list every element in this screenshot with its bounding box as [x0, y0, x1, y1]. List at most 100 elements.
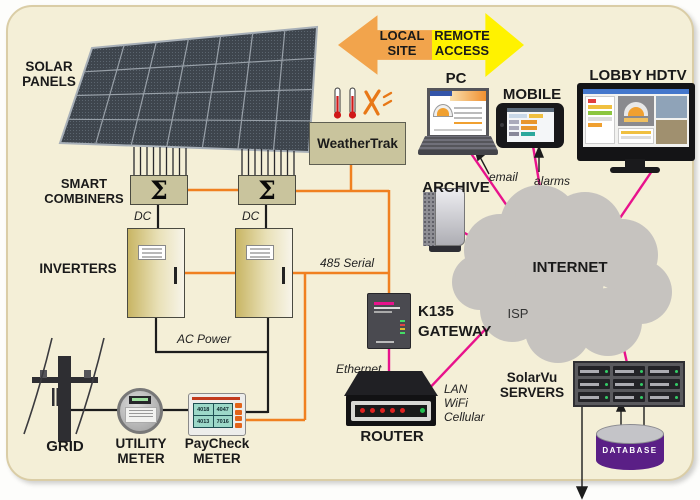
database-cylinder: DATABASE [596, 424, 664, 474]
paycheck-display-cell: 4013 [194, 416, 213, 427]
ac-power-label: AC Power [177, 332, 232, 346]
gateway-label-line [374, 307, 400, 309]
pc-laptop [418, 88, 498, 162]
485-serial-label: 485 Serial [320, 256, 375, 270]
alarms-label: alarms [534, 174, 571, 188]
phone-screen [507, 108, 554, 142]
isp-label: ISP [507, 306, 529, 321]
phone-button [500, 123, 504, 127]
solar-panel-array [58, 25, 319, 154]
dashboard-banner [450, 91, 486, 101]
archive-drive [423, 188, 469, 254]
router-led-red [390, 408, 395, 413]
tv-stand-neck [625, 159, 645, 168]
tv-photo-2 [656, 120, 687, 144]
ac-power-lines [70, 205, 270, 414]
server-bay [578, 379, 610, 389]
local-site-label: LOCAL SITE [379, 28, 425, 58]
gateway-led [400, 320, 405, 322]
gateway-label-line [374, 311, 392, 313]
router-led-red [360, 408, 365, 413]
gateway-led [400, 328, 405, 330]
meter-nameplate [125, 407, 157, 423]
dashboard-titlebar [430, 91, 452, 96]
utility-meter-label: UTILITY METER [115, 436, 167, 467]
pv-string-wires [133, 147, 295, 176]
server-bay [578, 366, 610, 376]
dc-label-left: DC [134, 209, 152, 223]
lobby-hdtv [577, 83, 695, 173]
pc-label: PC [445, 70, 467, 87]
irradiance-sensor-icon [363, 89, 393, 116]
thermometer-icons [333, 87, 357, 119]
archive-front [435, 188, 465, 246]
grid-tower [23, 337, 105, 442]
server-bay [613, 379, 645, 389]
paycheck-display-cell: 4018 [194, 404, 213, 415]
orange-serial-bus-lines [185, 165, 391, 422]
inverters-label: INVERTERS [39, 261, 117, 276]
ethernet-label: Ethernet [336, 362, 382, 376]
tv-screen [583, 89, 689, 147]
paycheck-buttons [235, 403, 242, 428]
paycheck-display-cell: 7016 [213, 416, 232, 427]
lan-wifi-cellular-label: LAN WiFi Cellular [444, 382, 485, 425]
internet-label: INTERNET [532, 259, 608, 276]
router-top [344, 371, 438, 396]
router-led-red [380, 408, 385, 413]
router-device [344, 371, 438, 429]
archive-label: ARCHIVE [422, 179, 490, 196]
gateway-led [400, 332, 405, 334]
server-bay [648, 379, 680, 389]
archive-vent-grille [423, 192, 435, 246]
solarvu-servers-label: SolarVu SERVERS [499, 370, 565, 401]
inverter-handle [282, 267, 285, 284]
solar-panels-label: SOLAR PANELS [22, 59, 76, 90]
smart-combiners-label: SMART COMBINERS [44, 176, 124, 206]
server-bay [578, 392, 610, 402]
router-led-red [400, 408, 405, 413]
remote-access-label: REMOTE ACCESS [434, 28, 490, 58]
laptop-base [418, 150, 498, 155]
server-bay [613, 366, 645, 376]
email-label: email [489, 170, 518, 184]
inverter-display [138, 245, 166, 260]
tv-stand-base [610, 167, 660, 173]
weathertrak-label: WeatherTrak [317, 135, 398, 151]
k135-gateway-label: K135 GATEWAY [418, 303, 492, 340]
inverter-2 [235, 228, 293, 318]
meter-lcd [129, 396, 151, 404]
k135-gateway-device [367, 293, 411, 349]
inverter-display [246, 245, 274, 260]
paycheck-header-stripe [192, 397, 240, 400]
paycheck-meter-device: 4018 4047 4013 7016 [188, 393, 246, 436]
gateway-label-line [376, 341, 394, 343]
laptop-keyboard [418, 136, 498, 151]
smart-combiner-2: Σ [238, 175, 296, 205]
paycheck-display-cell: 4047 [213, 404, 232, 415]
dc-label-right: DC [242, 209, 260, 223]
gateway-led [400, 324, 405, 326]
server-bay [613, 392, 645, 402]
mobile-label: MOBILE [502, 86, 562, 103]
router-led-red [370, 408, 375, 413]
tv-lower-panel [618, 128, 654, 144]
tv-left-panel [585, 96, 615, 144]
tv-gauge-panel [618, 96, 654, 126]
utility-meter-device [117, 388, 163, 434]
server-bay [648, 392, 680, 402]
mobile-phone [496, 103, 564, 148]
inverter-1 [127, 228, 185, 318]
inverter-handle [174, 267, 177, 284]
sigma-symbol: Σ [150, 175, 168, 205]
weathertrak-box: WeatherTrak [309, 122, 406, 165]
smart-combiner-1: Σ [130, 175, 188, 205]
dashboard-gauge [433, 104, 453, 117]
paycheck-meter-label: PayCheck METER [184, 436, 250, 467]
solarvu-server-rack [573, 361, 685, 407]
tv-photo-1 [656, 96, 687, 118]
laptop-screen [427, 88, 489, 138]
paycheck-display: 4018 4047 4013 7016 [193, 403, 233, 428]
grid-label: GRID [46, 438, 84, 455]
